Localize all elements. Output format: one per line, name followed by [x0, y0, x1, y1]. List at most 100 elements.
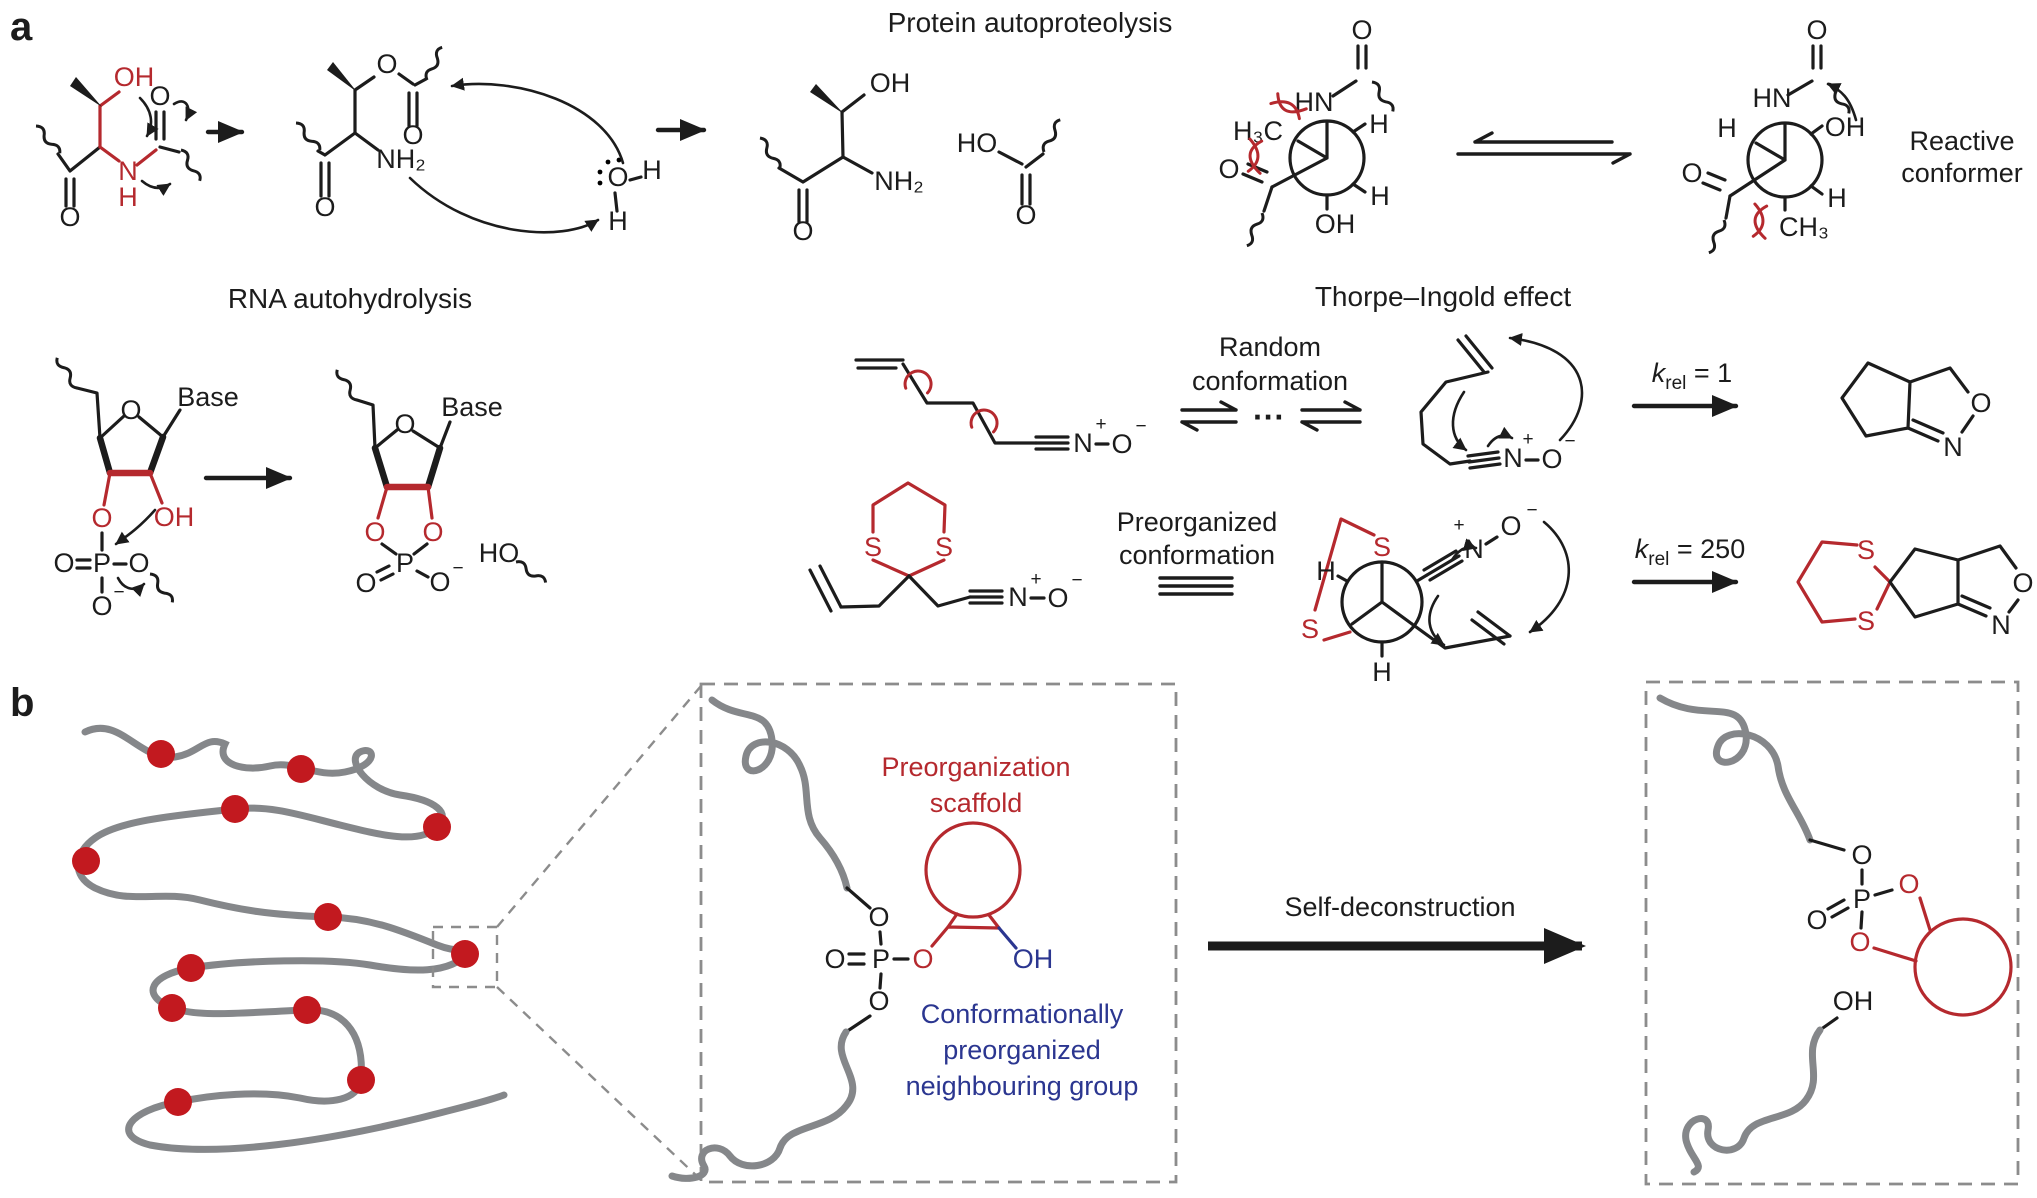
krel-sub: rel: [1648, 549, 1669, 570]
atom-NH2: NH₂: [874, 166, 923, 196]
atom-O: O: [394, 409, 415, 439]
pendant-dots: [72, 740, 479, 1116]
atom-H: H: [1370, 181, 1390, 211]
steric-clash-mark: [1747, 202, 1773, 240]
atom-OH: OH: [114, 62, 155, 92]
thorpe-title: Thorpe–Ingold effect: [1315, 281, 1572, 312]
atom-H: H: [118, 182, 138, 212]
pendant-dot: [72, 847, 100, 875]
atom-O: O: [1015, 200, 1036, 230]
atom-O: O: [1047, 583, 1068, 613]
atom-O: O: [1681, 158, 1702, 188]
atom-P: P: [93, 548, 111, 578]
panel-b: b O: [10, 680, 2020, 1186]
lone-pair-dot: [605, 159, 611, 165]
neighbouring-group-label: Conformationally: [921, 999, 1124, 1029]
atom-H: H: [608, 206, 628, 236]
rna-title: RNA autohydrolysis: [228, 283, 472, 314]
atom-H: H: [1827, 183, 1847, 213]
charge-plus: +: [1453, 515, 1464, 536]
atom-S: S: [1301, 614, 1319, 644]
atom-Base: Base: [441, 392, 503, 422]
atom-OH: OH: [154, 502, 195, 532]
structure-ester-intermediate: O NH₂ O O O H H: [292, 44, 662, 236]
structure-ho-fragment: HO: [479, 538, 549, 588]
pendant-dot: [451, 940, 479, 968]
atom-P: P: [1853, 884, 1871, 914]
atom-H: H: [1316, 556, 1336, 586]
atom-N: N: [1503, 443, 1523, 473]
newman-projection-dithiane: S S H N + O − H: [1301, 500, 1571, 687]
pendant-dot: [158, 994, 186, 1022]
atom-O: O: [59, 202, 80, 232]
scaffold-label: scaffold: [930, 788, 1023, 818]
krel-symbol: k: [1652, 358, 1667, 388]
neighbouring-group-label: preorganized: [943, 1035, 1101, 1065]
pendant-dot: [347, 1066, 375, 1094]
atom-OH: OH: [1825, 112, 1866, 142]
atom-OH: OH: [1315, 209, 1356, 239]
atom-O: O: [792, 216, 813, 246]
newman-projection-unreactive: O H H OH HN H₃C O: [1218, 15, 1397, 249]
pendant-dot: [221, 795, 249, 823]
atom-O: O: [91, 591, 112, 621]
equilibrium-arrows: [1180, 400, 1362, 432]
atom-O: O: [1500, 511, 1521, 541]
pendant-dot: [164, 1088, 192, 1116]
svg-text:krel = 1: krel = 1: [1652, 358, 1732, 394]
preorganization-ring: [924, 821, 1022, 919]
panel-b-label: b: [10, 681, 34, 725]
atom-O: O: [355, 568, 376, 598]
atom-OH: OH: [870, 68, 911, 98]
atom-H: H: [1372, 657, 1392, 687]
krel-symbol: k: [1635, 534, 1650, 564]
structure-pentenyl-nitrile-oxide: N + O −: [854, 358, 1147, 459]
atom-H: H: [1369, 109, 1389, 139]
panel-a-label: a: [10, 5, 33, 49]
scaffold-label: Preorganization: [881, 752, 1070, 782]
atom-O: O: [1851, 840, 1872, 870]
atom-HO: HO: [957, 128, 998, 158]
charge-plus: +: [1095, 414, 1106, 435]
structure-cyclic-phosphate: O Base O O P O O −: [333, 366, 503, 598]
panel-a: a Protein autoproteolysis O OH N H O: [10, 5, 2034, 687]
atom-HO: HO: [479, 538, 520, 568]
reactive-conformer-label: conformer: [1901, 158, 2023, 188]
magnified-repeat-unit: O P O O OH O Preorganization scaffold Co…: [668, 682, 1178, 1184]
atom-P: P: [872, 944, 890, 974]
protein-title: Protein autoproteolysis: [888, 7, 1173, 38]
pendant-dot: [423, 813, 451, 841]
atom-O: O: [422, 517, 443, 547]
atom-O: O: [2012, 568, 2033, 598]
atom-N: N: [1991, 610, 2011, 640]
atom-O: O: [120, 395, 141, 425]
charge-minus: −: [1526, 500, 1537, 521]
self-deconstruction-label: Self-deconstruction: [1284, 892, 1515, 922]
charge-plus: +: [1522, 429, 1533, 450]
atom-O: O: [1806, 15, 1827, 45]
atom-S: S: [864, 532, 882, 562]
atom-H3C: H₃C: [1233, 116, 1283, 146]
atom-O: O: [402, 120, 423, 150]
atom-O: O: [91, 503, 112, 533]
atom-P: P: [396, 548, 414, 578]
pendant-dot: [177, 954, 205, 982]
atom-O: O: [53, 548, 74, 578]
random-conformation-label: Random: [1219, 332, 1321, 362]
atom-N: N: [1943, 432, 1963, 462]
atom-O: O: [314, 192, 335, 222]
reactive-conformer-label: Reactive: [1909, 126, 2014, 156]
atom-N: N: [1073, 428, 1093, 458]
atom-H: H: [642, 155, 662, 185]
krel-1: krel = 1: [1631, 358, 1739, 417]
preorganized-conformation-label: conformation: [1119, 540, 1275, 570]
pendant-dot: [287, 755, 315, 783]
preorganized-conformation-label: Preorganized: [1117, 507, 1278, 537]
atom-O: O: [607, 162, 628, 192]
charge-minus: −: [1071, 570, 1082, 591]
atom-CH3: CH₃: [1779, 212, 1829, 242]
atom-O: O: [429, 567, 450, 597]
atom-O: O: [1898, 869, 1919, 899]
charge-minus: −: [452, 558, 463, 579]
